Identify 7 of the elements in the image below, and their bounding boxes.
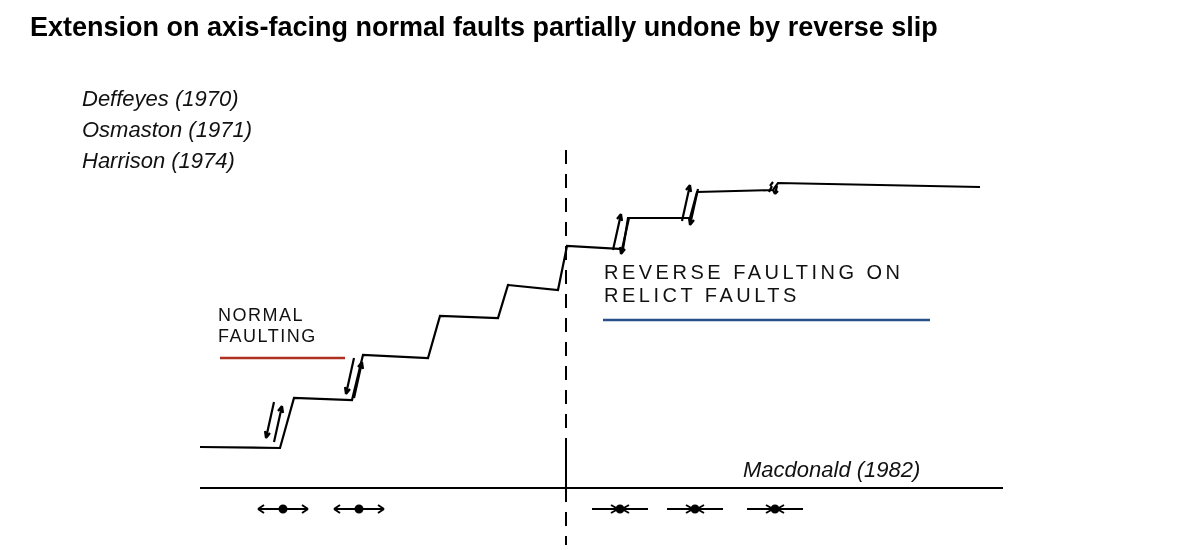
citation: Macdonald (1982): [743, 457, 922, 484]
citation: Osmaston (1971): [82, 117, 253, 144]
diagram-title: Extension on axis-facing normal faults partially undone by reverse slip: [30, 12, 938, 43]
region-label: NORMAL FAULTING: [218, 305, 318, 347]
region-label: REVERSE FAULTING ON RELICT FAULTS: [604, 261, 905, 307]
citation: Deffeyes (1970): [82, 86, 240, 113]
citation: Harrison (1974): [82, 148, 236, 175]
